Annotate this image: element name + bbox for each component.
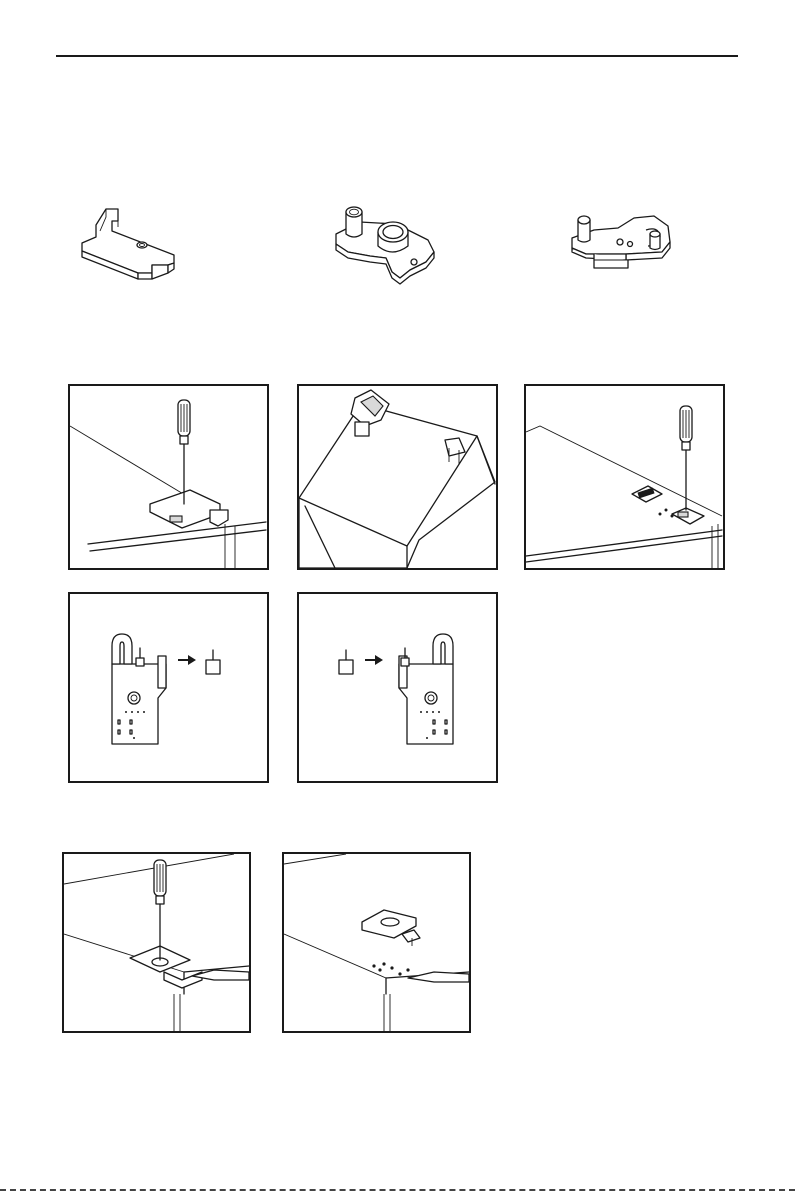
step-screw-top-hinge: [62, 852, 251, 1033]
page-bottom-edge: [0, 1189, 795, 1191]
step-top-hinge-fitted: [282, 852, 471, 1033]
step-unscrew-middle-hinge: [524, 384, 725, 570]
step-remove-door: [297, 384, 498, 570]
step-move-hinge-pin-out: [68, 592, 269, 783]
middle-hinge-icon: [330, 200, 450, 288]
lower-hinge-icon: [564, 208, 684, 274]
header-rule: [56, 55, 738, 57]
upper-hinge-bracket-icon: [78, 203, 190, 291]
step-unscrew-top-hinge: [68, 384, 269, 570]
step-move-hinge-pin-in: [297, 592, 498, 783]
